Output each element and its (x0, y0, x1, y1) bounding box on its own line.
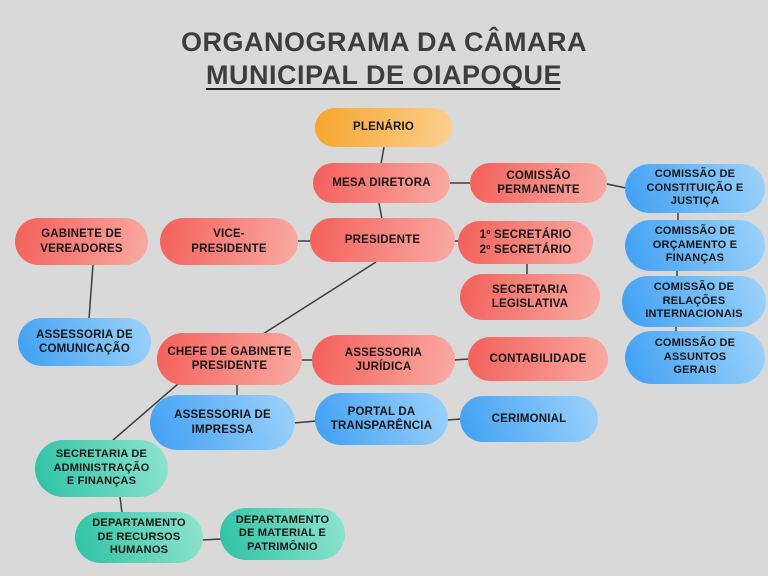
node-assessoria-comunicacao: ASSESSORIA DE COMUNICAÇÃO (18, 318, 151, 366)
node-chefe-gabinete-presidente: CHEFE DE GABINETE PRESIDENTE (157, 333, 302, 385)
node-comissao-orcamento-financas: COMISSÃO DE ORÇAMENTO E FINANÇAS (625, 220, 765, 271)
node-depto-recursos-humanos: DEPARTAMENTO DE RECURSOS HUMANOS (75, 512, 203, 563)
title-underline (206, 88, 560, 90)
page-title: ORGANOGRAMA DA CÂMARA MUNICIPAL DE OIAPO… (181, 27, 587, 90)
node-vice-presidente: VICE- PRESIDENTE (160, 218, 298, 265)
node-secretaria-legislativa: SECRETARIA LEGISLATIVA (460, 274, 600, 320)
node-secretaria-administracao: SECRETARIA DE ADMINISTRAÇÃO E FINANÇAS (35, 440, 168, 497)
connector-impressa-portal (293, 420, 317, 424)
node-presidente: PRESIDENTE (310, 218, 455, 262)
node-depto-material-patrimonio: DEPARTAMENTO DE MATERIAL E PATRIMÔNIO (220, 508, 345, 560)
node-cerimonial: CERIMONIAL (460, 396, 598, 442)
connector-chefe-secretaria-adm (111, 376, 187, 442)
connector-gabinete-comunicacao (88, 263, 94, 320)
node-contabilidade: CONTABILIDADE (468, 337, 608, 381)
connector-secretaria-rh (119, 496, 123, 514)
node-comissao-relacoes-internacionais: COMISSÃO DE RELAÇÕES INTERNACIONAIS (622, 276, 766, 327)
connector-juridica-contabilidade (453, 358, 470, 361)
connector-rh-material (201, 538, 222, 541)
node-gabinete-vereadores: GABINETE DE VEREADORES (15, 218, 148, 265)
node-comissao-assuntos-gerais: COMISSÃO DE ASSUNTOS GERAIS (625, 331, 765, 384)
node-plenario: PLENÁRIO (315, 108, 452, 147)
connector-permanente-constituicao (606, 183, 627, 189)
connector-portal-cerimonial (446, 418, 462, 421)
node-assessoria-impressa: ASSESSORIA DE IMPRESSA (150, 395, 295, 450)
connector-presidente-chefe (262, 261, 377, 335)
node-assessoria-juridica: ASSESSORIA JURÍDICA (312, 335, 455, 385)
connector-plenario-mesa (380, 146, 385, 165)
node-mesa-diretora: MESA DIRETORA (313, 163, 450, 203)
node-comissao-permanente: COMISSÃO PERMANENTE (470, 163, 607, 203)
node-portal-transparencia: PORTAL DA TRANSPARÊNCIA (315, 393, 448, 445)
node-comissao-constituicao-justica: COMISSÃO DE CONSTITUIÇÃO E JUSTIÇA (625, 164, 765, 213)
connector-mesa-presidente (378, 202, 383, 220)
node-secretarios: 1º SECRETÁRIO 2º SECRETÁRIO (458, 221, 593, 264)
